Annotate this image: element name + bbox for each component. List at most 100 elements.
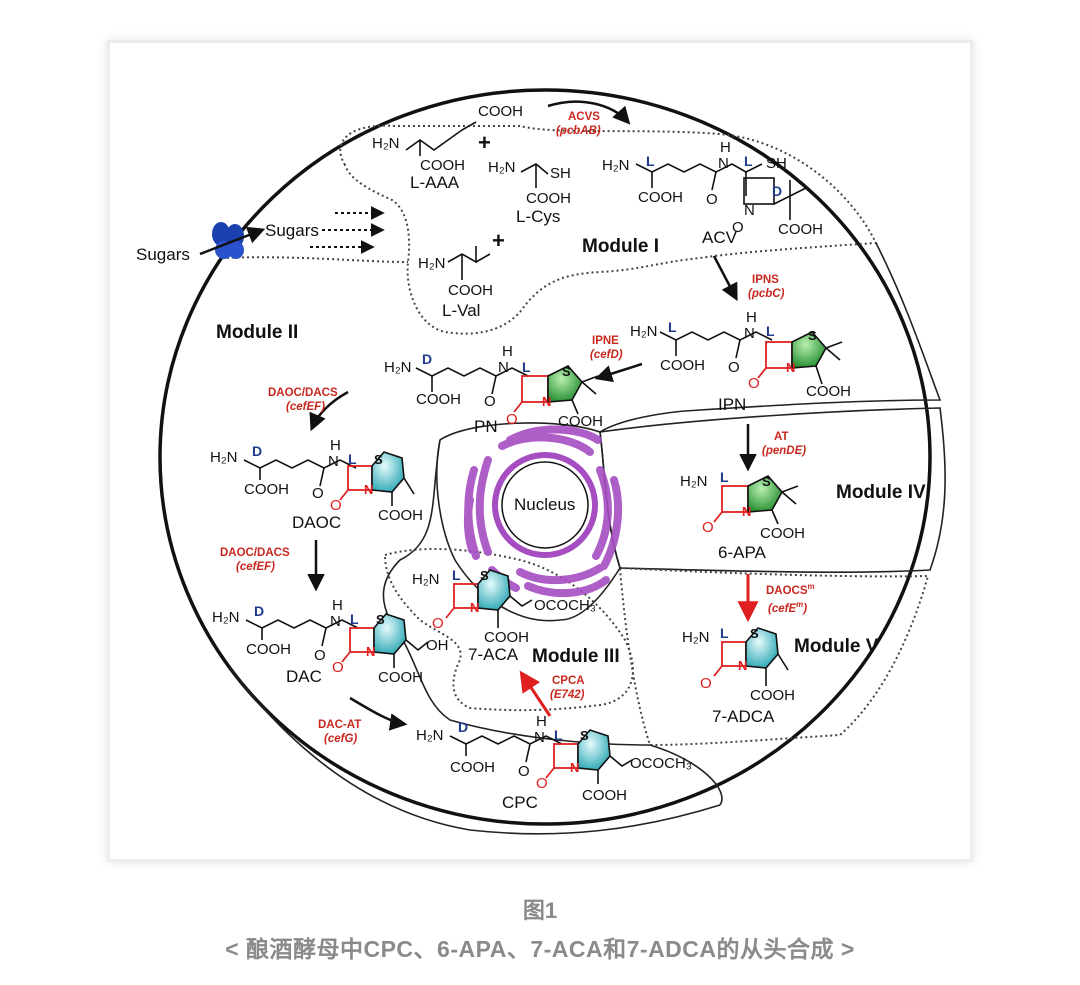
- acv-stereo-d: D: [772, 183, 782, 199]
- ipn-sulfur: S: [808, 328, 817, 343]
- nucleus-inner-icon: [501, 461, 589, 549]
- pn-nh-h: H: [502, 343, 513, 360]
- daoc-cooh2: COOH: [378, 507, 423, 524]
- cpc-nh-h: H: [536, 713, 547, 730]
- module-ii-bottom-line: [229, 667, 721, 835]
- at-enzyme-label: AT: [774, 431, 788, 443]
- dacat-enzyme-label: DAC-AT: [318, 719, 361, 731]
- acv-amine: H₂N: [602, 157, 630, 174]
- acv-nh-n: N: [718, 155, 729, 172]
- acv-cooh2: COOH: [778, 221, 823, 238]
- l-aaa-cooh: COOH: [420, 157, 465, 174]
- module-iv-label: Module IV: [836, 482, 926, 503]
- apa-label: 6-APA: [718, 543, 767, 562]
- daoc-amine: H₂N: [210, 449, 238, 466]
- ipn-stereo-l1: L: [668, 319, 677, 335]
- plus-1: +: [478, 130, 491, 155]
- l-aaa-cooh-top: COOH: [478, 103, 523, 120]
- pn-cooh2: COOH: [558, 413, 603, 430]
- ipn-cooh2: COOH: [806, 383, 851, 400]
- daoc-stereo-l: L: [348, 451, 357, 467]
- module-v-lower-edge: [649, 744, 723, 806]
- adca-label: 7-ADCA: [712, 707, 775, 726]
- cpca-gene-label: (E742): [550, 689, 585, 701]
- ipn-lactam-n: N: [786, 360, 795, 375]
- l-aaa-amine: H₂N: [372, 135, 400, 152]
- acvs-enzyme-label: ACVS: [568, 111, 600, 123]
- daoc-lactam-n: N: [364, 482, 373, 497]
- acv-stereo-l1: L: [646, 153, 655, 169]
- l-val-label: L-Val: [442, 301, 480, 320]
- dac-stereo-d: D: [254, 603, 264, 619]
- cpc-stereo-d: D: [458, 719, 468, 735]
- dac-oh: OH: [426, 637, 449, 654]
- aca-ococh3: OCOCH₃: [534, 597, 596, 614]
- adca-amine: H₂N: [682, 629, 710, 646]
- l-cys-cooh: COOH: [526, 190, 571, 207]
- acv-stereo-l2: L: [744, 153, 753, 169]
- cpc-stereo-l: L: [554, 727, 563, 743]
- dac-lactam-o: O: [332, 659, 344, 676]
- dac-amine: H₂N: [212, 609, 240, 626]
- l-aaa-label: L-AAA: [410, 173, 460, 192]
- ipn-label: IPN: [718, 395, 746, 414]
- apa-amine: H₂N: [680, 473, 708, 490]
- apa-cooh: COOH: [760, 525, 805, 542]
- pn-stereo-l: L: [522, 359, 531, 375]
- at-gene-label: (penDE): [762, 445, 806, 457]
- pn-cooh: COOH: [416, 391, 461, 408]
- figure-caption-subtitle: < 酿酒酵母中CPC、6-APA、7-ACA和7-ADCA的从头合成 >: [225, 936, 855, 962]
- ipn-structure: [659, 331, 773, 359]
- dac-oxygen: O: [314, 647, 326, 664]
- acv-label: ACV: [702, 228, 738, 247]
- aca-sulfur: S: [480, 568, 489, 583]
- sugars-outside-label: Sugars: [136, 245, 190, 264]
- module-v-box: [618, 566, 930, 747]
- dac-sulfur: S: [376, 612, 385, 627]
- ipn-cooh: COOH: [660, 357, 705, 374]
- ipn-thiazolidine-ring: [791, 331, 827, 369]
- dac-stereo-l: L: [350, 611, 359, 627]
- ipns-enzyme-label: IPNS: [752, 274, 779, 286]
- acv-n2: N: [744, 202, 755, 219]
- nucleus-region: [436, 422, 621, 622]
- daoc-label: DAOC: [292, 513, 341, 532]
- module-i-boundary: [339, 124, 878, 335]
- plus-2: +: [492, 228, 505, 253]
- dac-label: DAC: [286, 667, 322, 686]
- pn-lactam-o: O: [506, 411, 518, 428]
- acvs-gene-label: (pcbAB): [556, 125, 601, 137]
- daoc-stereo-d: D: [252, 443, 262, 459]
- apa-lactam-o: O: [702, 519, 714, 536]
- pn-label: PN: [474, 417, 498, 436]
- ipns-gene-label: (pcbC): [748, 288, 785, 300]
- ipn-lactam-o: O: [748, 375, 760, 392]
- l-val-cooh: COOH: [448, 282, 493, 299]
- dac-lactam-n: N: [366, 644, 375, 659]
- acv-sh: SH: [766, 155, 787, 172]
- daocs2-gene-label: (cefEF): [236, 561, 275, 573]
- cpc-nh-n: N: [534, 729, 545, 746]
- l-cys-structure: [520, 163, 549, 188]
- cpc-amine: H₂N: [416, 727, 444, 744]
- cpc-oxygen: O: [518, 763, 530, 780]
- dacat-gene-label: (cefG): [324, 733, 357, 745]
- aca-lactam-o: O: [432, 615, 444, 632]
- apa-sulfur: S: [762, 474, 771, 489]
- pn-oxygen: O: [484, 393, 496, 410]
- pn-nh-n: N: [498, 359, 509, 376]
- adca-lactam-n: N: [738, 658, 747, 673]
- acv-o2: O: [732, 219, 744, 236]
- aca-lactam-n: N: [470, 600, 479, 615]
- acv-cooh: COOH: [638, 189, 683, 206]
- dac-cooh: COOH: [246, 641, 291, 658]
- dac-nh-n: N: [330, 613, 341, 630]
- ipn-nh-h: H: [746, 309, 757, 326]
- dac-structure: [245, 619, 359, 647]
- adca-lactam-o: O: [700, 675, 712, 692]
- apa-thiazolidine-ring: [747, 475, 783, 513]
- daoc-nh-n: N: [328, 453, 339, 470]
- l-cys-sh: SH: [550, 165, 571, 182]
- daocsm-gene-label: (cefEm): [768, 600, 807, 615]
- daocsm-enzyme-label: DAOCSm: [766, 582, 815, 597]
